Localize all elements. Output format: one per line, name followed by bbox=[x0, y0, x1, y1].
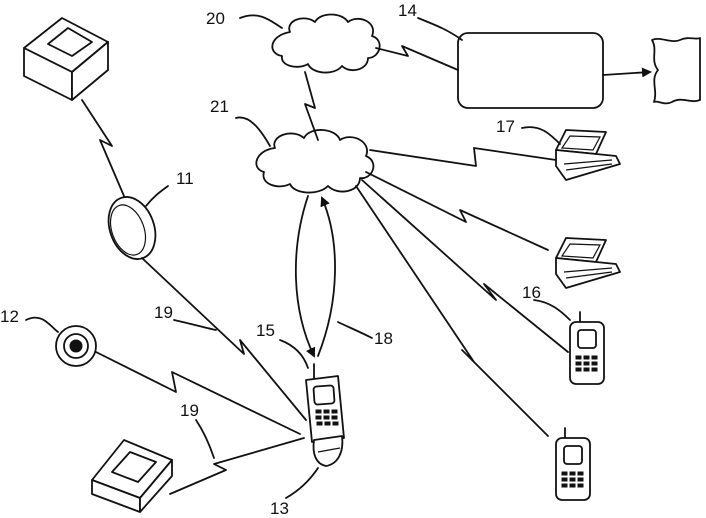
link-cloud21-laptop2 bbox=[366, 172, 548, 250]
arrow-18-downlink bbox=[296, 196, 314, 356]
leader-13 bbox=[286, 468, 318, 498]
link-sensor-top-band11 bbox=[82, 100, 124, 196]
sensor-box-top-icon bbox=[24, 18, 108, 100]
label-19b: 19 bbox=[180, 401, 199, 420]
label-17: 17 bbox=[496, 117, 515, 136]
leader-20 bbox=[240, 15, 282, 28]
label-16: 16 bbox=[522, 283, 541, 302]
link-sensor-bottom-phone15 bbox=[170, 438, 304, 494]
server-to-document-arrow bbox=[603, 72, 650, 75]
leader-19b bbox=[196, 420, 214, 458]
leader-15 bbox=[280, 340, 308, 368]
leader-12 bbox=[26, 318, 58, 332]
phone-16-icon bbox=[570, 312, 604, 384]
band-11-icon bbox=[100, 190, 163, 265]
leader-14 bbox=[418, 18, 462, 40]
laptop-2-icon bbox=[556, 238, 620, 288]
link-cloud20-server14 bbox=[376, 46, 458, 70]
label-19a: 19 bbox=[154, 303, 173, 322]
cloud-21-icon bbox=[256, 130, 373, 193]
label-12: 12 bbox=[0, 307, 19, 326]
laptop-17-icon bbox=[556, 130, 620, 180]
document-output-icon bbox=[652, 38, 700, 103]
link-cloud21-phone16 bbox=[362, 180, 568, 352]
leader-21 bbox=[236, 117, 270, 146]
phone-bottom-right-icon bbox=[556, 428, 590, 500]
link-cloud21-laptop17 bbox=[370, 148, 556, 166]
link-band11-phone15 bbox=[142, 258, 306, 420]
label-11: 11 bbox=[176, 169, 194, 188]
link-cloud21-phone-bottom bbox=[356, 186, 548, 436]
leader-16 bbox=[534, 300, 570, 320]
label-18: 18 bbox=[374, 329, 393, 348]
sensor-12-icon bbox=[56, 326, 96, 366]
leader-11 bbox=[146, 186, 168, 206]
leader-17 bbox=[522, 127, 560, 144]
label-13: 13 bbox=[270, 499, 289, 518]
label-14: 14 bbox=[398, 1, 417, 20]
label-20: 20 bbox=[206, 9, 225, 28]
server-14-box bbox=[458, 33, 603, 108]
label-15: 15 bbox=[256, 321, 275, 340]
phone-15-icon bbox=[306, 364, 344, 442]
label-21: 21 bbox=[210, 97, 229, 116]
holder-13-icon bbox=[314, 436, 343, 466]
cloud-20-icon bbox=[272, 15, 379, 73]
leader-18 bbox=[338, 322, 372, 338]
sensor-box-bottom-icon bbox=[92, 440, 172, 512]
arrow-18-uplink bbox=[318, 198, 335, 356]
